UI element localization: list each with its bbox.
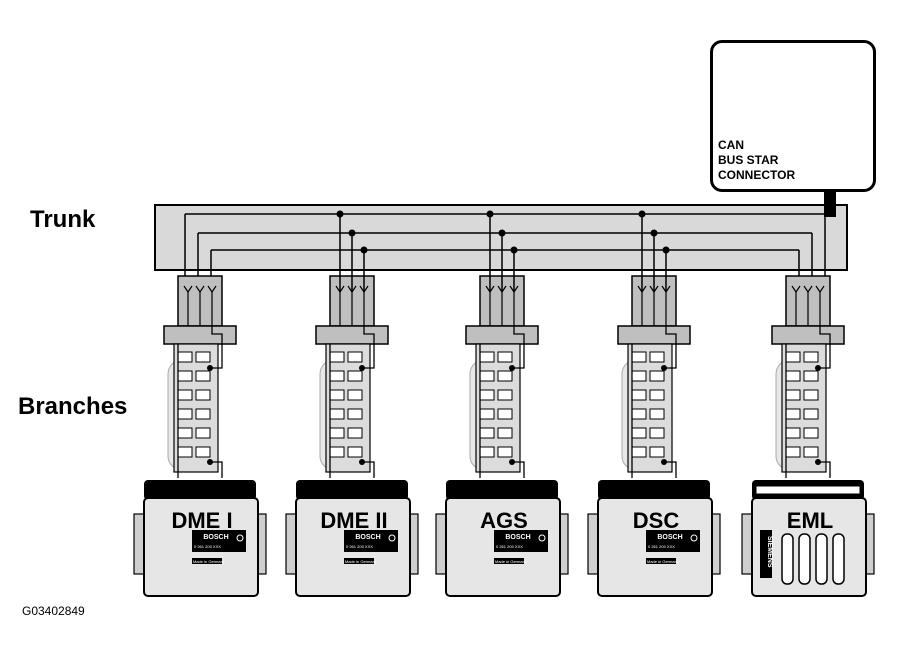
- origin-label: Made in Germany: [345, 559, 377, 564]
- ecu-name: AGS: [480, 508, 528, 533]
- brand-label: BOSCH: [355, 534, 380, 541]
- part-number: 0 261 200 XXX: [648, 544, 675, 549]
- ecu-name: DSC: [633, 508, 680, 533]
- ecu-name: EML: [787, 508, 833, 533]
- callout-line: BUS STAR: [718, 153, 779, 167]
- callout-line: CONNECTOR: [718, 168, 796, 182]
- ecu-name: DME I: [171, 508, 232, 533]
- brand-label: BOSCH: [657, 534, 682, 541]
- origin-label: Made in Germany: [647, 559, 679, 564]
- origin-label: Made in Germany: [495, 559, 527, 564]
- brand-label: BOSCH: [203, 534, 228, 541]
- trunk-housing: [154, 204, 848, 290]
- figure-id: G03402849: [22, 604, 85, 618]
- branch-eml: EML SIEMENS: [741, 275, 875, 597]
- part-number: 0 261 200 XXX: [496, 544, 523, 549]
- brand-label: SIEMENS: [766, 536, 773, 568]
- ecu-eml: EML SIEMENS: [741, 480, 875, 597]
- callout-text: CAN BUS STAR CONNECTOR: [718, 138, 795, 183]
- part-number: 0 261 200 XXX: [194, 544, 221, 549]
- callout-box: [710, 40, 876, 192]
- brand-label: BOSCH: [505, 534, 530, 541]
- callout-line: CAN: [718, 138, 744, 152]
- trunk-label: Trunk: [30, 206, 96, 233]
- ecu-name: DME II: [320, 508, 387, 533]
- branches-label: Branches: [18, 393, 128, 420]
- origin-label: Made in Germany: [193, 559, 225, 564]
- part-number: 0 261 200 XXX: [346, 544, 373, 549]
